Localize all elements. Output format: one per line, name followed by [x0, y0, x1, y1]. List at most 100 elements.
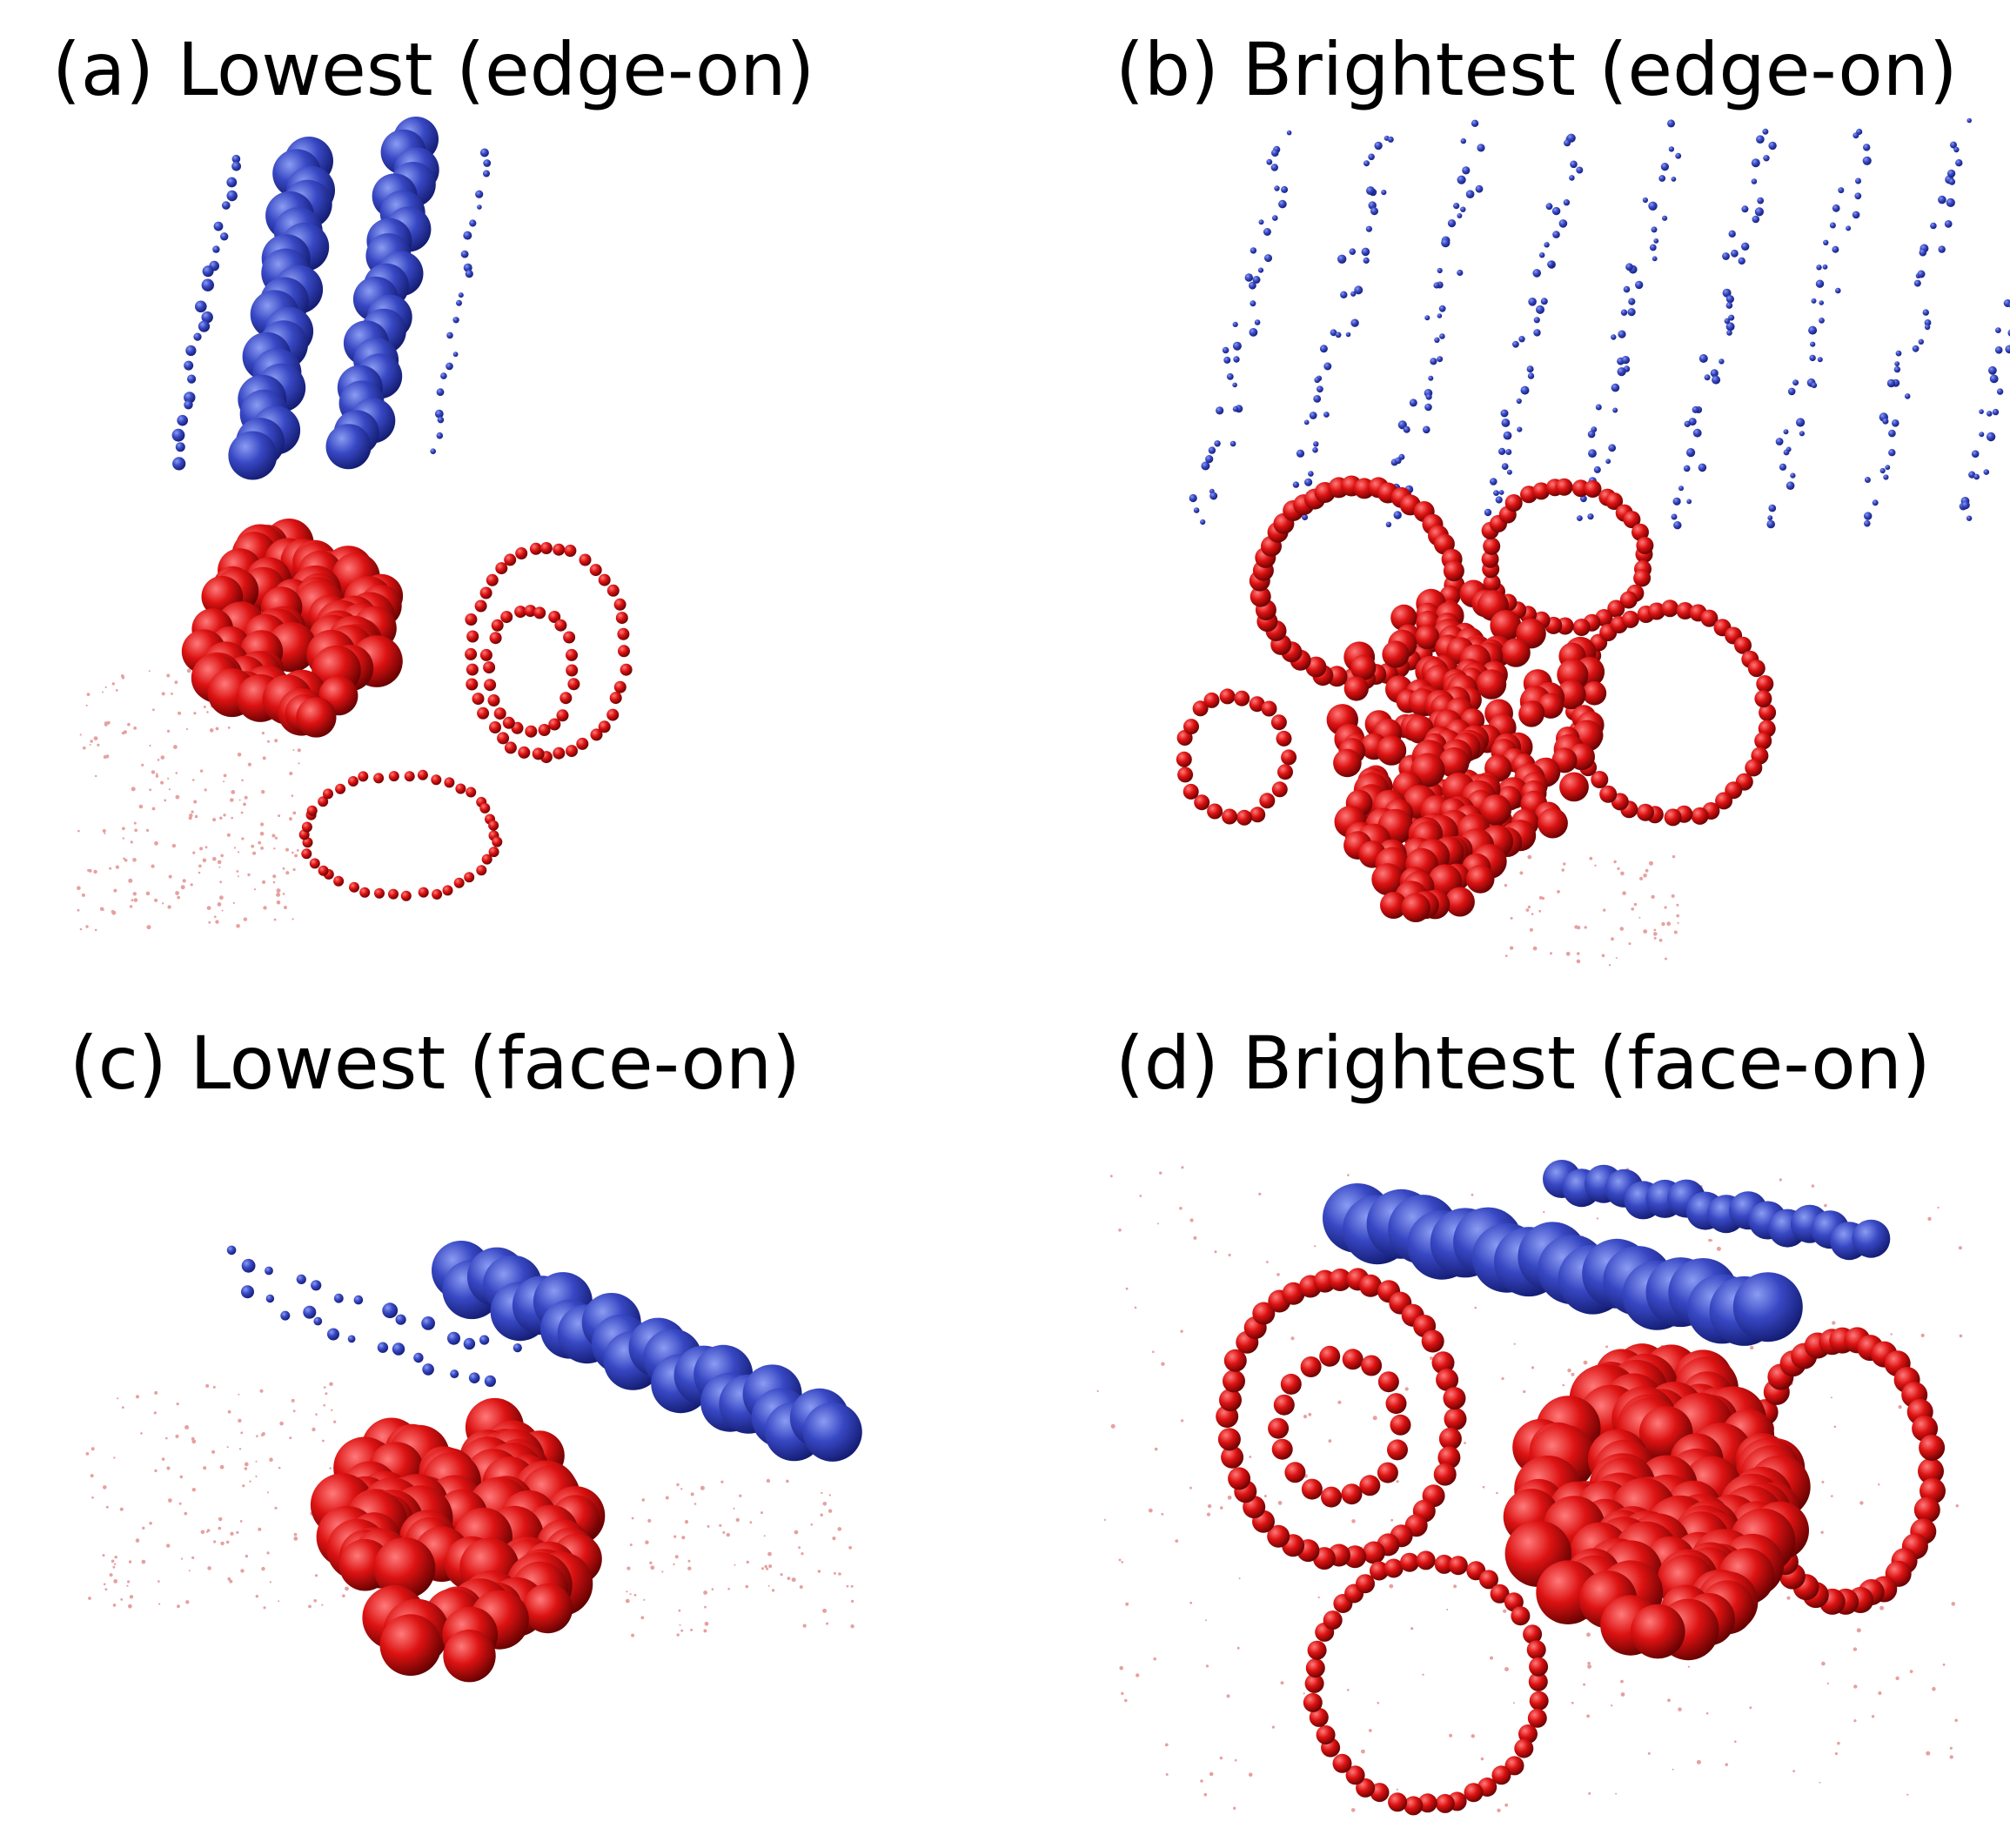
blue-atom-small	[1424, 315, 1430, 321]
faint-speck	[113, 888, 117, 893]
faint-speck	[97, 743, 100, 747]
red-atom-small	[1390, 1414, 1411, 1436]
blue-atom-small	[1457, 175, 1466, 184]
blue-atom-small	[452, 352, 459, 358]
faint-speck	[113, 1456, 116, 1459]
blue-atom-small	[1425, 393, 1432, 400]
red-atom-small	[318, 865, 329, 876]
blue-atom-small	[1918, 338, 1924, 345]
faint-speck	[141, 763, 144, 767]
faint-speck	[261, 732, 265, 735]
red-atom-small	[359, 887, 371, 898]
blue-atom-small	[1722, 252, 1730, 260]
faint-speck	[296, 849, 299, 852]
red-atom-small	[529, 542, 542, 555]
blue-atom-small	[1979, 432, 1985, 438]
blue-atom-small	[1564, 139, 1571, 147]
faint-speck	[1859, 1501, 1864, 1505]
faint-speck	[154, 898, 158, 902]
faint-speck	[293, 1532, 298, 1537]
red-atom	[1591, 771, 1609, 788]
blue-atom-small	[1533, 317, 1540, 324]
blue-atom-small	[1395, 457, 1402, 465]
red-atom-small	[1177, 767, 1194, 783]
blue-atom-small	[446, 331, 453, 339]
red-atom-small	[1359, 1274, 1383, 1297]
faint-speck	[1647, 1751, 1651, 1755]
red-atom-small	[476, 865, 487, 876]
faint-speck	[133, 898, 138, 902]
faint-speck	[1631, 907, 1634, 911]
blue-atom-small	[1437, 356, 1444, 363]
blue-atom-small	[1883, 474, 1889, 480]
red-atom-small	[432, 888, 443, 900]
blue-atom-small	[347, 1335, 356, 1343]
faint-speck	[1821, 1480, 1825, 1483]
faint-speck	[1571, 1701, 1574, 1704]
red-atom	[1913, 1496, 1940, 1523]
blue-atom-small	[1209, 492, 1218, 500]
faint-speck	[1565, 951, 1571, 956]
blue-atom-small	[1790, 472, 1796, 479]
faint-speck	[166, 1466, 171, 1470]
faint-speck	[633, 1593, 637, 1597]
blue-atom-small	[1337, 254, 1347, 264]
red-atom-small	[1491, 1765, 1511, 1785]
faint-speck	[1895, 1676, 1899, 1681]
faint-speck	[1617, 867, 1620, 871]
blue-atom-small	[202, 265, 214, 278]
faint-speck	[236, 870, 239, 873]
blue-atom-small	[1323, 412, 1330, 418]
blue-atom-small	[1605, 459, 1611, 465]
blue-atom-small	[456, 299, 462, 306]
blue-atom-small	[1741, 205, 1749, 213]
blue-atom-small	[265, 1266, 273, 1276]
faint-speck	[134, 828, 137, 832]
faint-speck	[1266, 1261, 1269, 1263]
faint-speck	[745, 1584, 749, 1589]
red-atom-small	[502, 716, 515, 729]
faint-speck	[146, 925, 151, 930]
blue-atom-small	[311, 1280, 322, 1291]
red-atom-small	[598, 720, 611, 733]
blue-atom-small	[1620, 309, 1628, 316]
blue-atom-small	[1477, 144, 1485, 152]
blue-atom-small	[1728, 314, 1735, 321]
blue-atom-small	[1517, 426, 1523, 432]
blue-atom-small	[479, 148, 489, 157]
blue-atom-small	[1671, 177, 1677, 182]
faint-speck	[282, 867, 285, 870]
red-atom-small	[533, 606, 546, 619]
red-atom	[1481, 550, 1499, 568]
blue-atom-small	[1490, 478, 1497, 485]
faint-speck	[175, 1434, 179, 1438]
faint-speck	[261, 1566, 265, 1571]
blue-atom-small	[1672, 497, 1681, 506]
faint-speck	[631, 1517, 634, 1520]
faint-speck	[191, 1556, 195, 1559]
faint-speck	[1673, 930, 1678, 934]
red-atom-small	[1277, 764, 1293, 780]
blue-atom-small	[1363, 257, 1370, 264]
panel-a-render	[77, 117, 633, 932]
faint-speck	[1589, 856, 1593, 860]
red-atom-small	[1434, 1554, 1454, 1574]
faint-speck	[261, 789, 265, 794]
blue-atom-small	[1365, 225, 1372, 232]
red-atom	[1350, 654, 1377, 680]
blue-atom-small	[1882, 418, 1889, 425]
faint-speck	[128, 878, 133, 883]
faint-speck	[193, 800, 198, 804]
faint-speck	[643, 1598, 646, 1601]
faint-speck	[1156, 1222, 1159, 1225]
faint-speck	[95, 774, 97, 778]
blue-atom-small	[1979, 409, 1984, 414]
faint-speck	[85, 1452, 90, 1456]
faint-speck	[739, 1494, 742, 1497]
faint-speck	[1611, 1704, 1613, 1707]
red-atom-small	[1194, 794, 1210, 811]
red-atom-small	[388, 888, 399, 900]
faint-speck	[81, 893, 85, 897]
faint-speck	[240, 1569, 245, 1573]
faint-speck	[1909, 1670, 1913, 1673]
